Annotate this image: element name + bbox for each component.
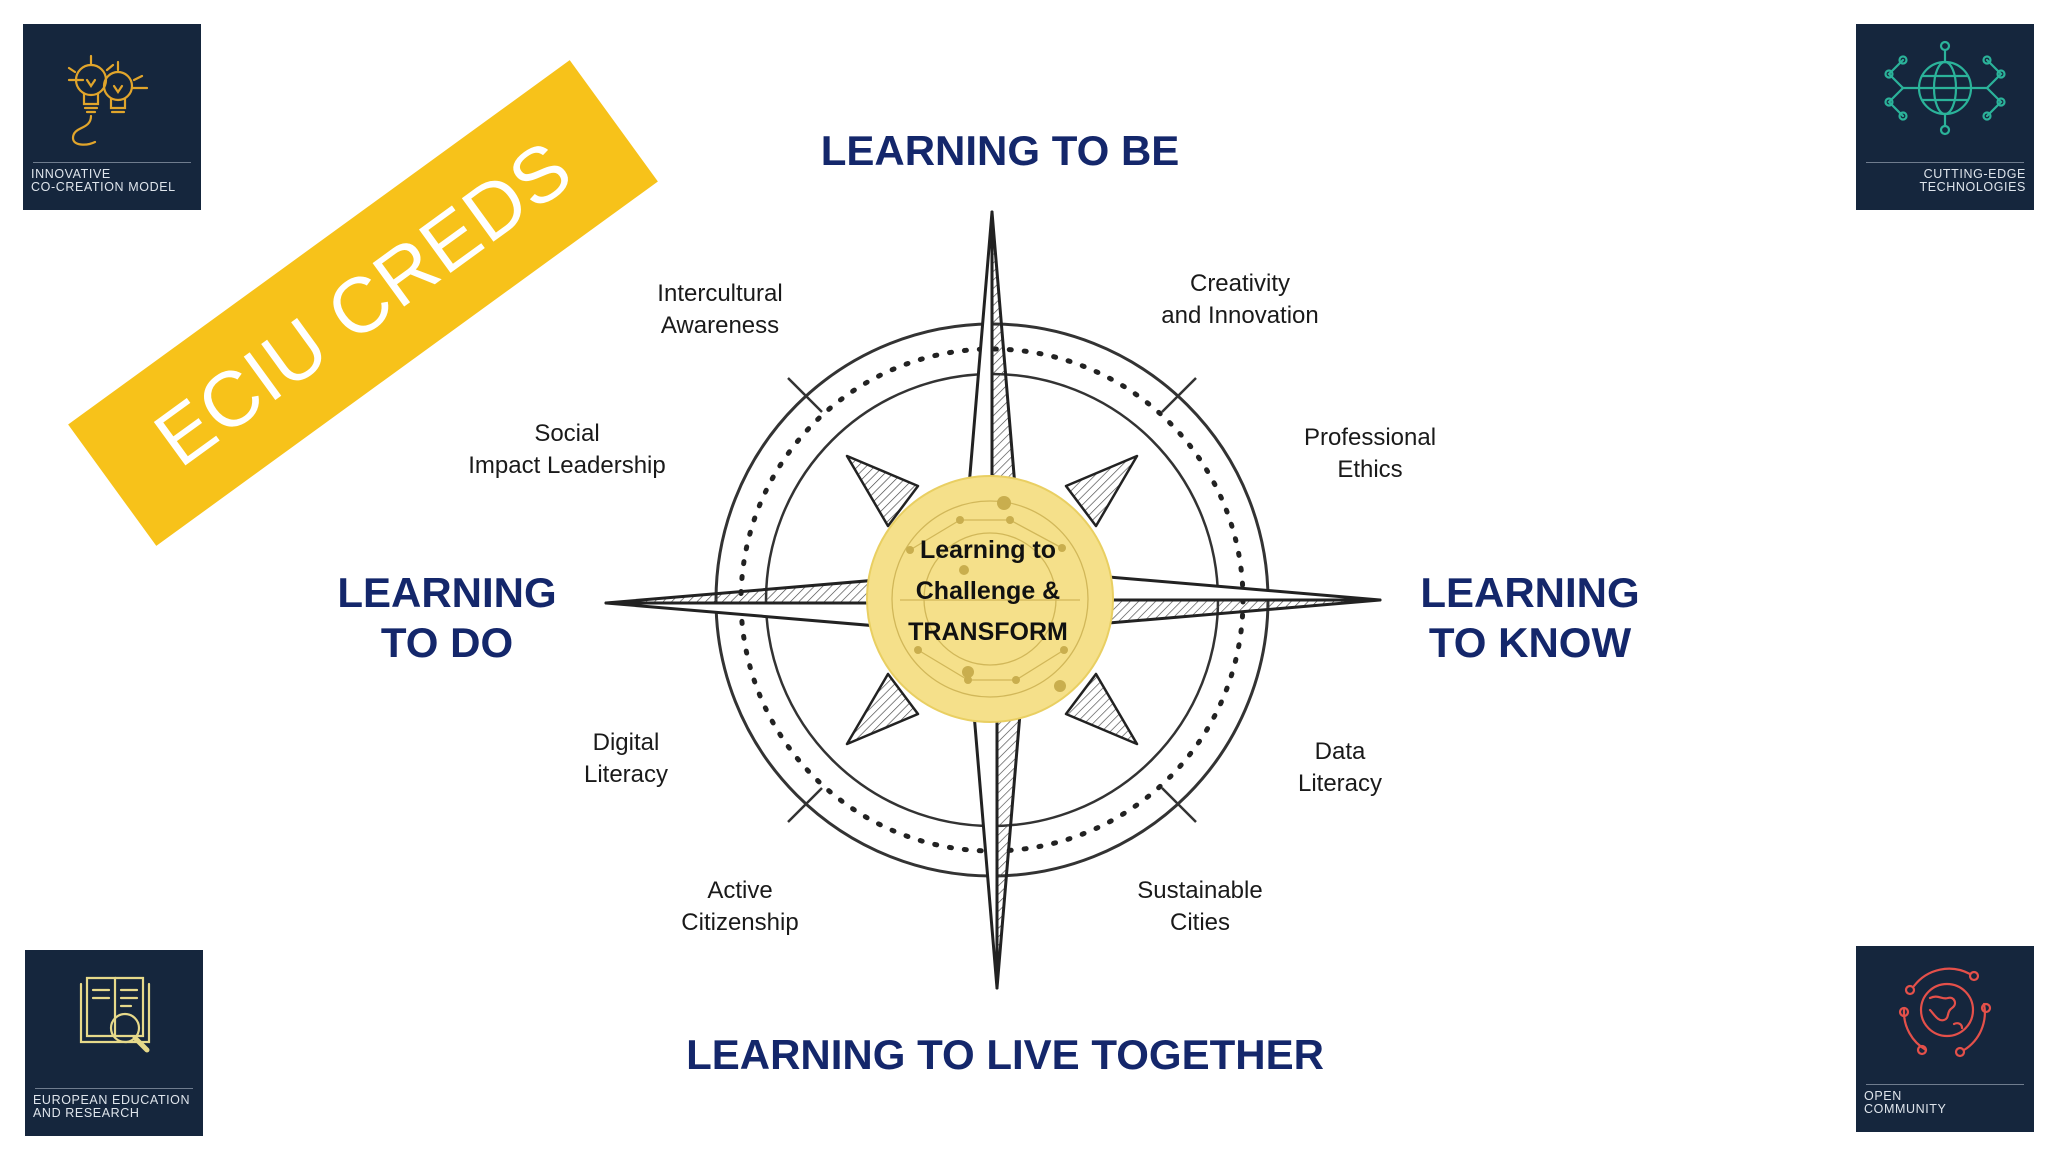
corner-card-education: EUROPEAN EDUCATION AND RESEARCH	[25, 950, 203, 1136]
corner-caption: INNOVATIVE CO-CREATION MODEL	[31, 167, 176, 194]
corner-card-technologies: CUTTING-EDGE TECHNOLOGIES	[1856, 24, 2034, 210]
center-learning-to-challenge: Learning to Challenge & TRANSFORM	[908, 536, 1068, 646]
skill-creativity-innovation: Creativity and Innovation	[1161, 270, 1319, 329]
center-medallion	[866, 475, 1114, 723]
heading-learning-to-do: LEARNING TO DO	[337, 569, 557, 666]
corner-caption: EUROPEAN EDUCATION AND RESEARCH	[33, 1093, 191, 1120]
heading-learning-to-live-together: LEARNING TO LIVE TOGETHER	[686, 1031, 1324, 1078]
skill-data-literacy: Data Literacy	[1297, 738, 1383, 797]
skill-active-citizenship: Active Citizenship	[681, 877, 799, 936]
earth-orbit-icon	[1898, 967, 1992, 1058]
corner-caption: OPEN COMMUNITY	[1864, 1089, 1947, 1116]
corner-caption: CUTTING-EDGE TECHNOLOGIES	[1919, 167, 2026, 194]
skill-sustainable-cities: Sustainable Cities	[1137, 877, 1263, 936]
corner-card-community: OPEN COMMUNITY	[1856, 946, 2034, 1132]
skill-professional-ethics: Professional Ethics	[1303, 424, 1437, 483]
lightbulbs-icon	[67, 54, 149, 146]
corner-card-co-creation: INNOVATIVE CO-CREATION MODEL	[23, 24, 201, 210]
skill-social-impact-leadership: Social Impact Leadership	[468, 420, 666, 479]
heading-learning-to-be: LEARNING TO BE	[820, 127, 1180, 174]
compass-rose	[604, 210, 1382, 990]
heading-learning-to-know: LEARNING TO KNOW	[1420, 569, 1640, 666]
skill-intercultural-awareness: Intercultural Awareness	[657, 280, 783, 339]
book-magnifier-icon	[79, 976, 151, 1053]
skill-digital-literacy: Digital Literacy	[583, 729, 669, 788]
globe-network-icon	[1884, 40, 2006, 136]
